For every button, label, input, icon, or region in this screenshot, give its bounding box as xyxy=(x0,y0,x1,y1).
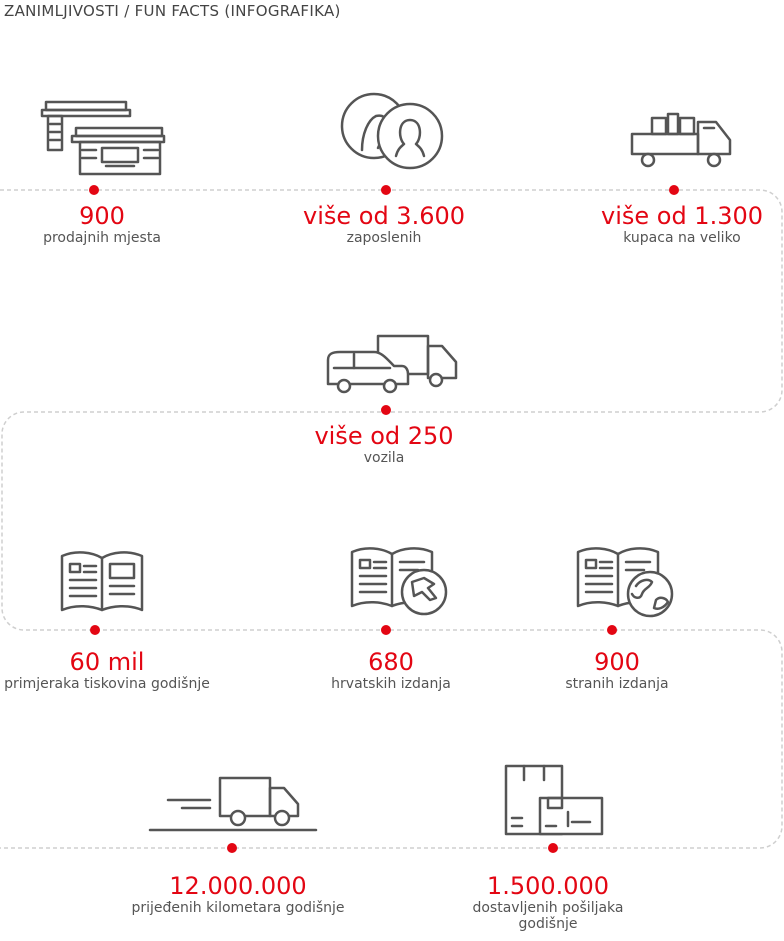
page-title: ZANIMLJIVOSTI / FUN FACTS (INFOGRAFIKA) xyxy=(4,2,341,20)
timeline-dot xyxy=(381,185,391,195)
timeline-dot xyxy=(90,625,100,635)
fact-item: 900 stranih izdanja xyxy=(520,648,714,692)
timeline-dot xyxy=(381,405,391,415)
timeline-dot xyxy=(89,185,99,195)
kiosk-icon xyxy=(40,100,166,176)
fact-label: zaposlenih xyxy=(346,230,422,246)
timeline-dot xyxy=(669,185,679,195)
croatia-map-book-icon xyxy=(350,547,448,616)
timeline-dot xyxy=(381,625,391,635)
globe-book-icon xyxy=(576,547,674,618)
packages-icon xyxy=(504,764,604,836)
fact-value: više od 1.300 xyxy=(600,202,764,230)
fact-value: 900 xyxy=(79,202,125,230)
delivery-truck-icon xyxy=(630,112,732,168)
open-book-icon xyxy=(60,551,144,612)
fact-value: 680 xyxy=(368,648,414,676)
fact-label: prodajnih mjesta xyxy=(43,230,161,246)
employees-icon xyxy=(340,92,444,170)
fact-item: 900 prodajnih mjesta xyxy=(0,202,204,246)
fact-item: više od 3.600 zaposlenih xyxy=(284,202,484,246)
fact-item: više od 250 vozila xyxy=(284,422,484,466)
moving-truck-icon xyxy=(148,776,318,832)
fact-item: 60 mil primjeraka tiskovina godišnje xyxy=(0,648,214,692)
fact-label: primjeraka tiskovina godišnje xyxy=(4,676,210,692)
timeline-dot xyxy=(607,625,617,635)
fact-label: kupaca na veliko xyxy=(623,230,741,246)
fact-item: 1.500.000 dostavljenih pošiljaka godišnj… xyxy=(462,872,634,932)
fact-label: vozila xyxy=(363,450,405,466)
fact-label: hrvatskih izdanja xyxy=(331,676,451,692)
fact-item: 12.000.000 prijeđenih kilometara godišnj… xyxy=(120,872,356,916)
fact-item: više od 1.300 kupaca na veliko xyxy=(584,202,780,246)
fact-value: više od 3.600 xyxy=(302,202,466,230)
fact-value: 12.000.000 xyxy=(169,872,307,900)
fact-label: prijeđenih kilometara godišnje xyxy=(131,900,345,916)
fact-item: 680 hrvatskih izdanja xyxy=(290,648,492,692)
fact-value: 1.500.000 xyxy=(486,872,610,900)
fact-value: više od 250 xyxy=(314,422,454,450)
vehicles-icon xyxy=(326,334,458,394)
fact-value: 60 mil xyxy=(69,648,145,676)
timeline-dot xyxy=(548,843,558,853)
timeline-dot xyxy=(227,843,237,853)
fact-label: stranih izdanja xyxy=(565,676,669,692)
fact-value: 900 xyxy=(594,648,640,676)
fact-label: dostavljenih pošiljaka godišnje xyxy=(472,900,624,932)
